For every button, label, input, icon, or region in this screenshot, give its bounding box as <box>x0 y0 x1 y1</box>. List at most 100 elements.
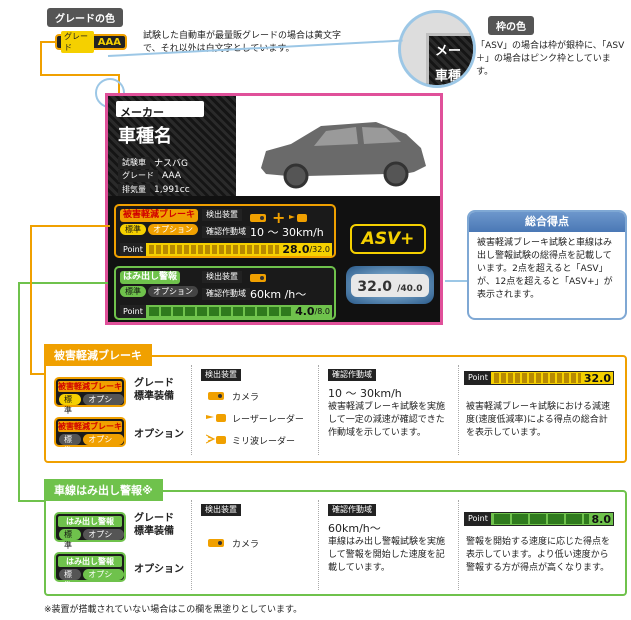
aeb-milli-label: ミリ波レーダー <box>232 436 296 447</box>
millimeter-radar-icon <box>206 434 226 444</box>
aeb-laser-label: レーザーレーダー <box>232 414 304 425</box>
result-card: メーカー 車種名 試験車 ナスバG グレード AAA 排気量 1,991cc 被… <box>105 93 443 325</box>
grade-color-title: グレードの色 <box>47 8 123 27</box>
ldw-badge-option: はみ出し警報 標準 オプション <box>54 552 126 590</box>
aeb-option-pill: オプション <box>148 224 198 235</box>
aeb-section-point-label: Point <box>465 372 491 384</box>
aeb-sensor-icons: + <box>248 208 309 227</box>
aeb-range-title: 確認作動域 <box>328 369 376 381</box>
total-score-badge: 32.0 /40.0 <box>346 266 434 304</box>
aeb-badge-title: 被害軽減ブレーキ <box>58 381 122 392</box>
ldw-sensor-icons <box>248 270 268 289</box>
aeb-score: 28.0 <box>282 243 310 256</box>
laser-radar-icon <box>289 213 308 222</box>
aeb-badge-standard-pill: 標準 <box>59 394 82 415</box>
camera-icon <box>208 392 224 400</box>
ldw-section-title: 車線はみ出し警報※ <box>44 479 163 501</box>
ldw-score: 4.0 <box>295 305 315 318</box>
frame-color-desc: 「ASV」の場合は枠が銀枠に、「ASV＋」の場合はピンク枠としています。 <box>476 41 625 77</box>
ldw-badge-title-2: はみ出し警報 <box>58 556 122 567</box>
aeb-range-desc: 被害軽減ブレーキ試験を実施して一定の減速が確認できた作動域を示しています。 <box>328 402 446 438</box>
aeb-badge-standard: 被害軽減ブレーキ 標準 オプション <box>54 377 126 415</box>
camera-icon <box>250 213 266 222</box>
ldw-row1-label: グレード 標準装備 <box>134 513 174 537</box>
ldw-section-point-label: Point <box>465 513 491 525</box>
ldw-score-desc: 警報を開始する速度に応じた得点を表示しています。より低い速度から警報する方が得点… <box>466 537 611 573</box>
ldw-detect-title: 検出装置 <box>201 504 241 516</box>
ldw-section-score: 8.0 <box>591 512 612 526</box>
aeb-badge-standard-pill-2: 標準 <box>59 434 82 455</box>
footnote: ※装置が搭載されていない場合はこの欄を黒塗りとしています。 <box>44 605 303 615</box>
aeb-section-title: 被害軽減ブレーキ <box>44 344 152 366</box>
ldw-badge-standard-pill-2: 標準 <box>59 569 82 590</box>
frame-color-magnifier: メー 車種 <box>398 10 476 88</box>
total-title: 総合得点 <box>469 212 625 232</box>
ldw-max: /8.0 <box>314 307 330 316</box>
ldw-badge-standard-pill: 標準 <box>59 529 82 550</box>
displacement-label: 排気量 <box>118 184 150 196</box>
aeb-range: 10 ～ 30km/h <box>250 226 324 239</box>
aeb-badge-option-pill-2: オプション <box>83 434 124 455</box>
total-max: /40.0 <box>397 283 423 294</box>
aeb-section: 被害軽減ブレーキ 被害軽減ブレーキ 標準 オプション グレード 標準装備 被害軽… <box>44 344 627 463</box>
ldw-title: はみ出し警報 <box>120 271 181 284</box>
car-photo <box>236 96 440 196</box>
asv-logo: ASV+ <box>350 224 426 254</box>
test-car-value: ナスバG <box>154 159 188 169</box>
total-score: 32.0 <box>357 278 392 295</box>
grade-value: AAA <box>162 171 181 181</box>
ldw-section-point-bar: Point 8.0 <box>464 512 614 526</box>
maker-name: メーカー <box>120 106 164 119</box>
test-car-label: 試験車 <box>118 156 150 169</box>
aeb-title: 被害軽減ブレーキ <box>120 209 199 222</box>
ldw-range-value: 60km/h～ <box>328 522 381 535</box>
aeb-point-bar: Point 28.0 /32.0 <box>120 243 332 256</box>
ldw-row2-label: オプション <box>134 564 184 575</box>
ldw-badge-option-pill: オプション <box>83 529 124 550</box>
ldw-badge-title: はみ出し警報 <box>58 516 122 527</box>
aeb-detect-label: 検出装置 <box>202 209 242 221</box>
aeb-detect-title: 検出装置 <box>201 369 241 381</box>
ldw-range-title: 確認作動域 <box>328 504 376 516</box>
aeb-point-label: Point <box>120 243 146 256</box>
aeb-camera-label: カメラ <box>232 392 260 403</box>
ldw-standard-pill: 標準 <box>120 286 146 297</box>
car-silhouette-icon <box>261 122 426 189</box>
ldw-range-desc: 車線はみ出し警報試験を実施して警報を開始した速度を記載しています。 <box>328 537 446 573</box>
ldw-badge-standard: はみ出し警報 標準 オプション <box>54 512 126 550</box>
grade-label: グレード <box>118 170 158 182</box>
total-panel: 総合得点 被害軽減ブレーキ試験と車線はみ出し警報試験の総得点を記載しています。2… <box>467 210 627 320</box>
aeb-row1-label: グレード 標準装備 <box>134 378 174 402</box>
grade-chip: グレード AAA <box>55 31 127 53</box>
ldw-point-label: Point <box>120 305 146 318</box>
grade-chip-value: AAA <box>97 36 121 48</box>
aeb-section-point-bar: Point 32.0 <box>464 371 614 385</box>
aeb-badge-option-pill: オプション <box>83 394 124 415</box>
ldw-section: 車線はみ出し警報※ はみ出し警報 標準 オプション グレード 標準装備 はみ出し… <box>44 479 627 596</box>
aeb-score-desc: 被害軽減ブレーキ試験における減速度(速度低減率)による得点の総合計を表示していま… <box>466 402 611 438</box>
aeb-badge-title-2: 被害軽減ブレーキ <box>58 421 122 432</box>
aeb-max: /32.0 <box>309 245 330 254</box>
aeb-badge-option: 被害軽減ブレーキ 標準 オプション <box>54 417 126 455</box>
ldw-badge-option-pill-2: オプション <box>83 569 124 590</box>
ldw-confirm-label: 確認作動域 <box>202 288 250 300</box>
ldw-range: 60km /h～ <box>250 288 307 301</box>
aeb-section-score: 32.0 <box>583 371 611 385</box>
displacement-value: 1,991cc <box>154 185 190 195</box>
ldw-camera-label: カメラ <box>232 539 260 550</box>
frame-color-title: 枠の色 <box>488 16 534 35</box>
camera-icon <box>250 274 266 282</box>
model-name: 車種名 <box>118 126 172 147</box>
ldw-point-bar: Point 4.0 /8.0 <box>120 305 332 318</box>
aeb-standard-pill: 標準 <box>120 224 146 235</box>
ldw-detect-label: 検出装置 <box>202 271 242 283</box>
aeb-row2-label: オプション <box>134 429 184 440</box>
total-desc: 被害軽減ブレーキ試験と車線はみ出し警報試験の総得点を記載しています。2点を超える… <box>477 238 613 300</box>
aeb-confirm-label: 確認作動域 <box>202 226 250 238</box>
aeb-block: 被害軽減ブレーキ 標準 オプション 検出装置 + 確認作動域 10 ～ 30km… <box>114 204 336 258</box>
camera-icon <box>208 539 224 547</box>
laser-radar-icon <box>206 414 226 422</box>
ldw-block: はみ出し警報 標準 オプション 検出装置 確認作動域 60km /h～ Poin… <box>114 266 336 320</box>
ldw-option-pill: オプション <box>148 286 198 297</box>
frame-preview-text2: 車種 <box>435 69 462 84</box>
